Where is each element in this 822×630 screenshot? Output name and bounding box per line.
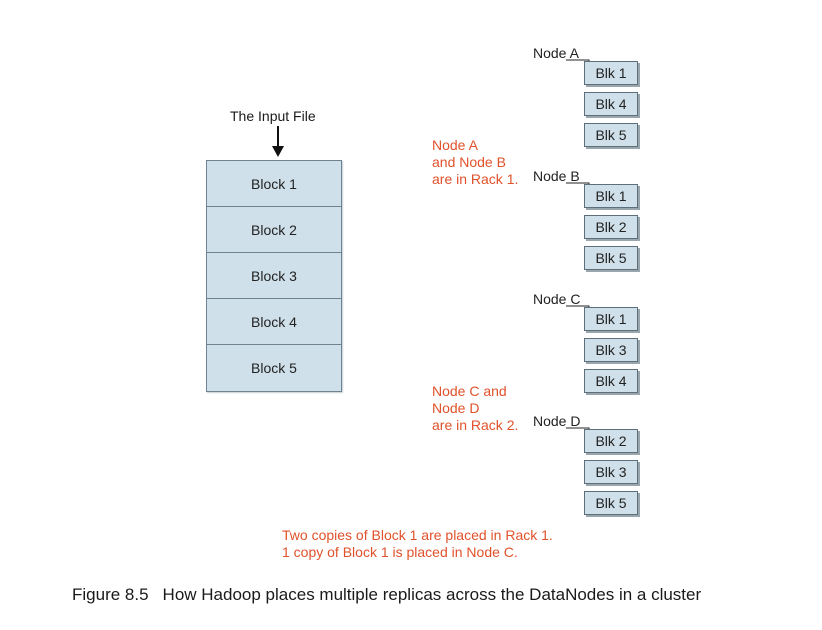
node-c-label: Node C bbox=[533, 291, 581, 307]
node-d-block-3: Blk 5 bbox=[584, 491, 638, 515]
node-b-label: Node B bbox=[533, 168, 580, 184]
replica-note: Two copies of Block 1 are placed in Rack… bbox=[282, 527, 553, 561]
node-a-block-2: Blk 4 bbox=[584, 92, 638, 116]
node-d-label: Node D bbox=[533, 413, 581, 429]
rack-2-note-line-3: are in Rack 2. bbox=[432, 417, 519, 433]
replica-note-line-1: Two copies of Block 1 are placed in Rack… bbox=[282, 527, 553, 543]
node-b-block-3: Blk 5 bbox=[584, 246, 638, 270]
file-block-3: Block 3 bbox=[207, 253, 341, 299]
node-a-block-3: Blk 5 bbox=[584, 123, 638, 147]
figure-caption: Figure 8.5 How Hadoop places multiple rep… bbox=[72, 585, 701, 605]
file-block-4: Block 4 bbox=[207, 299, 341, 345]
rack-1-note-line-2: and Node B bbox=[432, 154, 506, 170]
rack-2-note: Node C and Node D are in Rack 2. bbox=[432, 383, 518, 434]
file-block-2: Block 2 bbox=[207, 207, 341, 253]
rack-1-note-line-1: Node A bbox=[432, 137, 478, 153]
node-a-block-1: Blk 1 bbox=[584, 61, 638, 85]
node-b-block-2: Blk 2 bbox=[584, 215, 638, 239]
down-arrow-icon bbox=[272, 126, 284, 157]
node-d-block-2: Blk 3 bbox=[584, 460, 638, 484]
rack-1-note-line-3: are in Rack 1. bbox=[432, 171, 519, 187]
figure-caption-text: How Hadoop places multiple replicas acro… bbox=[162, 585, 702, 604]
node-c-block-2: Blk 3 bbox=[584, 338, 638, 362]
rack-2-note-line-2: Node D bbox=[432, 400, 480, 416]
node-a-label: Node A bbox=[533, 45, 579, 61]
node-b-block-1: Blk 1 bbox=[584, 184, 638, 208]
node-d-block-1: Blk 2 bbox=[584, 429, 638, 453]
file-block-1: Block 1 bbox=[207, 161, 341, 207]
node-c-block-1: Blk 1 bbox=[584, 307, 638, 331]
input-file-blocks: Block 1 Block 2 Block 3 Block 4 Block 5 bbox=[206, 160, 342, 392]
node-c-block-3: Blk 4 bbox=[584, 369, 638, 393]
rack-2-note-line-1: Node C and bbox=[432, 383, 507, 399]
figure-number: Figure 8.5 bbox=[72, 585, 149, 604]
rack-1-note: Node A and Node B are in Rack 1. bbox=[432, 137, 518, 188]
replica-note-line-2: 1 copy of Block 1 is placed in Node C. bbox=[282, 544, 518, 560]
file-block-5: Block 5 bbox=[207, 345, 341, 391]
input-file-label: The Input File bbox=[230, 108, 316, 124]
